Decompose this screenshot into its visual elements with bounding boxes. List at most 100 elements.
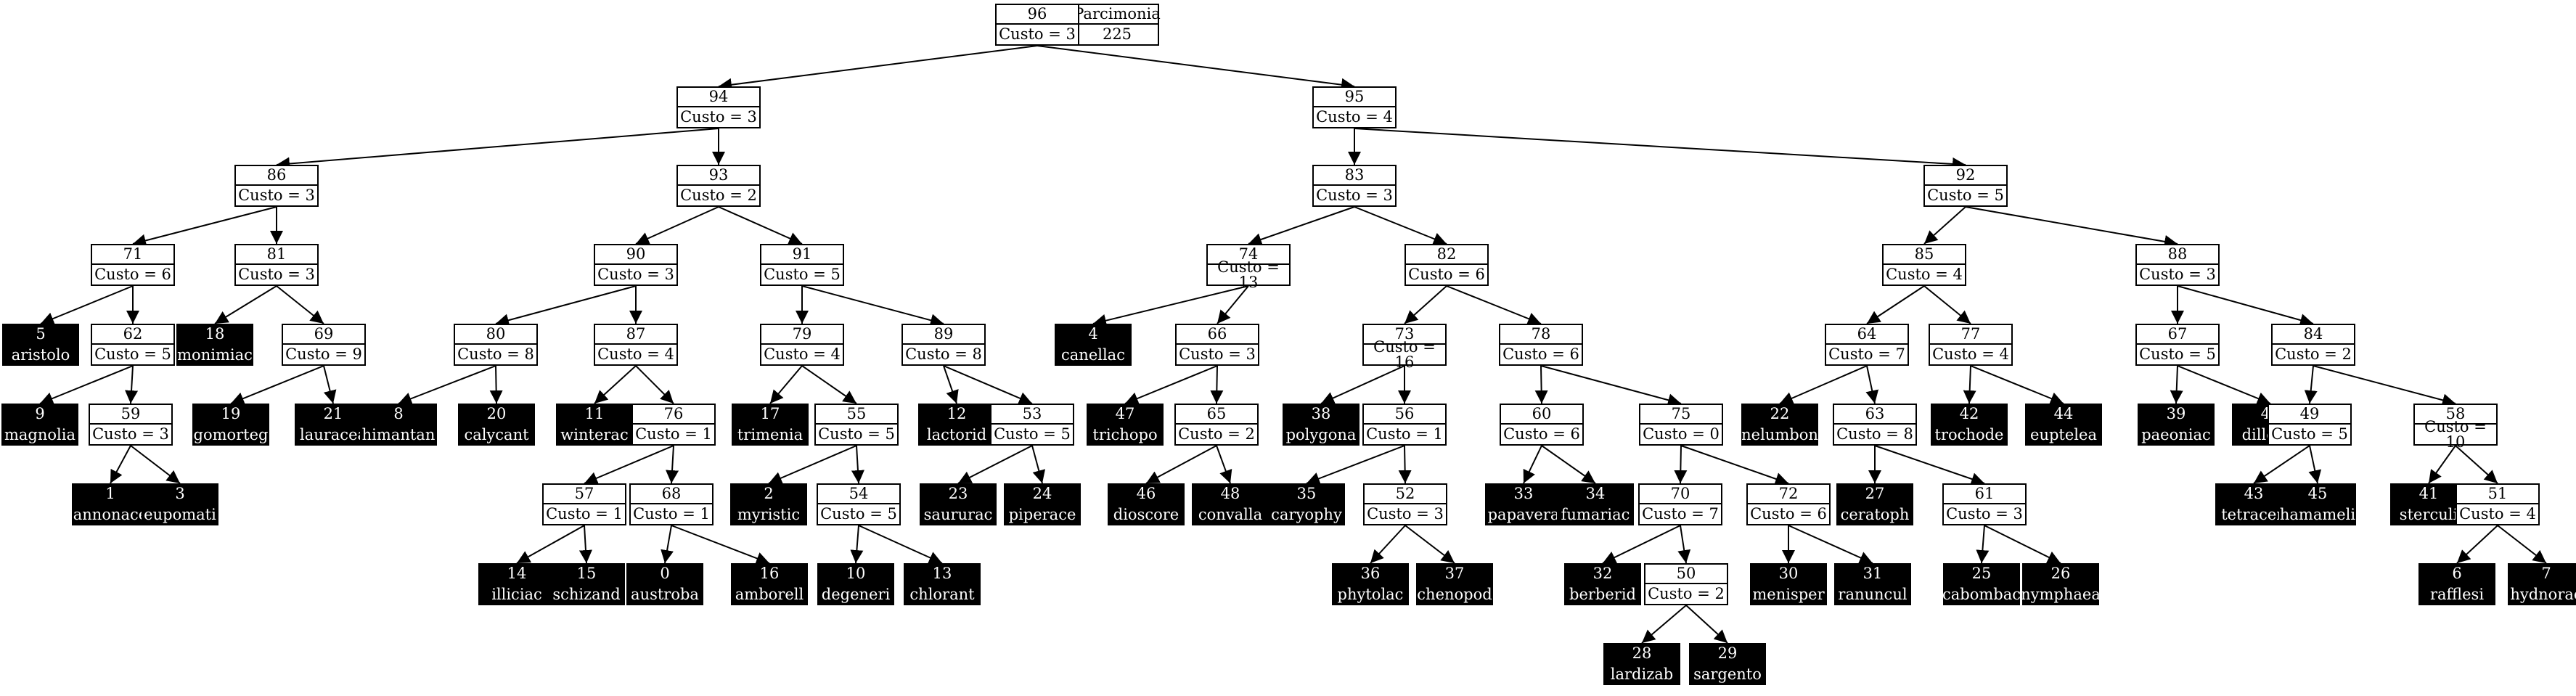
edge-54-10 [850, 525, 864, 564]
edge-50-29 [1685, 605, 1728, 644]
edge-53-24 [1031, 445, 1046, 484]
node-id: 62 [92, 325, 173, 345]
node-cost: Custo = 2 [1178, 425, 1255, 443]
edge-87-76 [635, 365, 674, 404]
leaf-name: lauracea [299, 426, 367, 443]
edge-70-32 [1602, 525, 1681, 564]
leaf-name: dioscore [1113, 506, 1179, 523]
leaf-name: ceratoph [1840, 506, 1910, 523]
leaf-name: trichopo [1092, 426, 1158, 443]
node-id: 96 [997, 5, 1078, 25]
leaf-name: winterac [560, 426, 629, 443]
leaf-id: 14 [507, 565, 527, 582]
node-cost: Custo = 7 [1828, 345, 1905, 363]
leaf-id: 41 [2418, 485, 2439, 502]
parsimony-info-box: Parcimonia 225 [1074, 4, 1161, 46]
edge-74-66 [1217, 285, 1249, 324]
leaf-name: calycant [464, 426, 529, 443]
node-id: 54 [818, 485, 899, 504]
leaf-id: 33 [1513, 485, 1534, 502]
leaf-node-44: 44 eupteleа [2025, 404, 2102, 446]
parsimony-value: 225 [1102, 25, 1132, 43]
leaf-name: paeoniac [2141, 426, 2211, 443]
leaf-name: trochode [1934, 426, 2004, 443]
edge-92-85 [1923, 206, 1966, 245]
node-cost: Custo = 3 [238, 187, 315, 204]
leaf-id: 3 [175, 485, 185, 502]
node-cost: Custo = 3 [680, 108, 757, 126]
node-cost: Custo = 8 [905, 345, 982, 363]
node-id: 76 [633, 405, 714, 425]
node-cost: Custo = 3 [1179, 345, 1256, 363]
node-id: 50 [1645, 565, 1727, 584]
node-cost: Custo = 8 [457, 345, 534, 363]
node-id: 55 [816, 405, 897, 425]
node-cost: Custo = 3 [2139, 266, 2216, 283]
node-cost: Custo = 4 [1886, 266, 1963, 283]
edge-71-5 [40, 285, 134, 325]
edge-65-46 [1145, 445, 1217, 484]
edge-74-4 [1092, 285, 1249, 327]
leaf-name: chenopod [1417, 586, 1492, 603]
leaf-id: 44 [2053, 405, 2074, 422]
node-cost: Custo = 6 [1503, 425, 1580, 443]
leaf-name: cabombac [1942, 586, 2021, 603]
edge-60-33 [1523, 445, 1542, 484]
edge-87-11 [594, 365, 637, 404]
node-cost: Custo = 3 [1367, 505, 1444, 523]
node-id: 85 [1884, 245, 1965, 265]
node-cost: Custo = 5 [2139, 345, 2216, 363]
node-id: 81 [236, 245, 317, 265]
leaf-name: eupteleа [2030, 426, 2097, 443]
leaf-name: hydnorac [2510, 586, 2576, 603]
leaf-name: annonace [73, 506, 148, 523]
leaf-name: lardizab [1610, 666, 1674, 683]
leaf-name: degeneri [821, 586, 891, 603]
node-id: 57 [544, 485, 625, 504]
edge-64-63 [1865, 365, 1879, 404]
leaf-name: papavera [1487, 506, 1560, 523]
edge-61-26 [1984, 525, 2061, 564]
leaf-id: 10 [846, 565, 866, 582]
node-cost: Custo = 6 [1502, 345, 1579, 363]
edge-49-45 [2308, 445, 2322, 484]
edge-51-7 [2497, 525, 2547, 564]
node-id: 82 [1406, 245, 1487, 265]
leaf-id: 2 [764, 485, 774, 502]
edge-81-69 [276, 285, 324, 324]
leaf-name: nelumbon [1741, 426, 1818, 443]
node-cost: Custo = 1 [633, 505, 710, 523]
leaf-name: chlorant [909, 586, 975, 603]
edge-51-6 [2456, 525, 2498, 564]
edge-92-88 [1965, 206, 2178, 248]
edge-84-49 [2304, 365, 2318, 404]
leaf-name: austroba [631, 586, 699, 603]
edge-50-28 [1641, 605, 1687, 644]
node-id: 92 [1925, 166, 2006, 186]
